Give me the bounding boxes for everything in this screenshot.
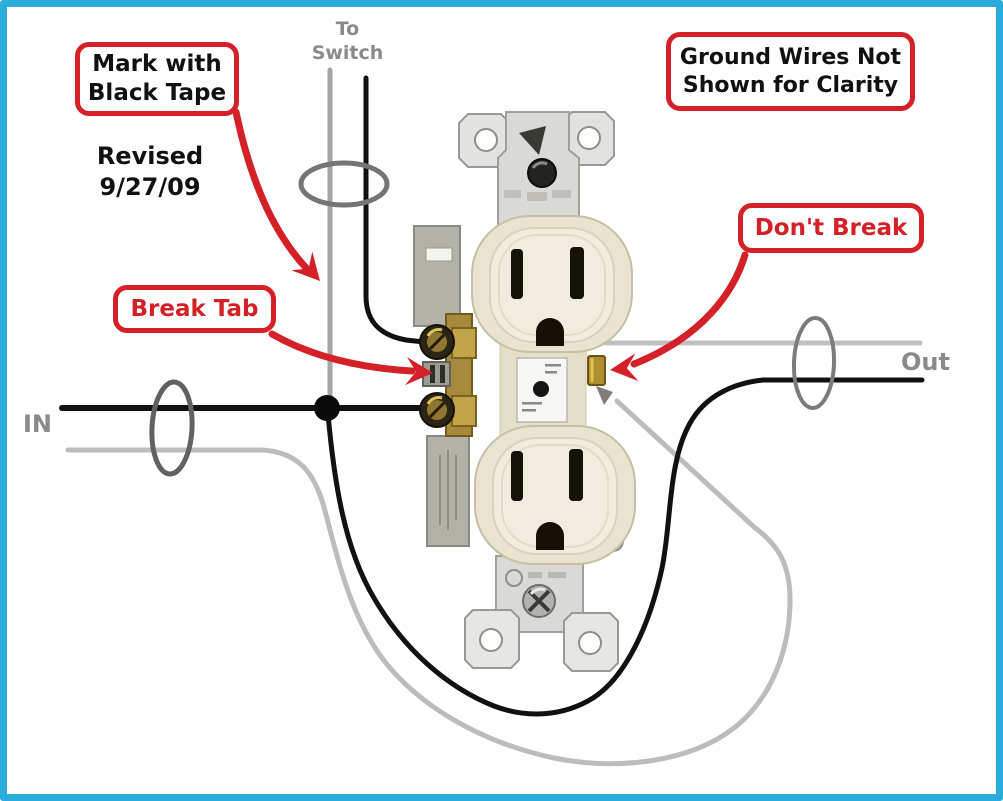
brass-nut-upper: [451, 327, 477, 359]
mounting-strap-top: [458, 111, 615, 231]
break-tab-slot: [440, 365, 445, 383]
callout-break-tab: Break Tab: [113, 285, 276, 333]
ground-screw-glint: [531, 161, 548, 169]
callout-mark-tape: Mark with Black Tape: [75, 42, 239, 116]
lower-outlet-face: [474, 425, 636, 565]
strap-ear-left-hole: [474, 128, 498, 152]
switched-hot-wire: [363, 75, 436, 346]
sticker-dot: [533, 381, 549, 397]
mounting-strap-bottom: [464, 555, 619, 672]
yoke-stamp-lines: [439, 450, 457, 530]
callout-ground-wires: Ground Wires Not Shown for Clarity: [666, 32, 915, 111]
revised-line2: 9/27/09: [99, 173, 201, 202]
red-arrows: [232, 108, 749, 386]
hot-slot-lower: [569, 449, 583, 501]
yoke-notch: [425, 247, 453, 262]
junction-dot: [314, 395, 340, 421]
arrow-mark-tape: [232, 108, 320, 281]
brass-nut-lower: [451, 395, 477, 427]
callout-dont-break-label: Don't Break: [754, 214, 908, 241]
strap-ear-bottom-right-hole: [578, 631, 602, 655]
neutral-slot-upper: [511, 249, 523, 299]
stamp-circle-mark: [505, 569, 523, 587]
arrow-dont-break: [610, 251, 749, 382]
callout-mark-tape-line1: Mark with: [92, 51, 222, 78]
neutral-slot-lower: [511, 451, 523, 501]
ground-hole-lower: [536, 522, 564, 550]
terminal-shadow-right: [596, 386, 613, 405]
receptacle: [413, 111, 636, 672]
revised-line1: Revised: [96, 142, 204, 170]
to-switch-line1: To: [335, 18, 360, 40]
mounting-screw-glint: [529, 587, 546, 596]
stamp-mark: [548, 572, 566, 578]
upper-outlet-face: [471, 215, 633, 353]
strap-ear-bottom-left-hole: [479, 628, 503, 652]
wires: [59, 67, 925, 767]
callout-break-tab-label: Break Tab: [130, 295, 259, 322]
hot-wire-out-loop: [325, 377, 925, 717]
out-label: Out: [901, 348, 950, 376]
hot-slot-upper: [570, 247, 584, 299]
callout-mark-tape-line2: Black Tape: [87, 80, 227, 106]
to-switch-line2: Switch: [311, 41, 384, 64]
strap-ear-right-hole: [577, 126, 601, 150]
neutral-wire-in-loop: [65, 398, 793, 767]
cable-marker-switch: [298, 160, 390, 208]
arrow-break-tab: [268, 330, 433, 386]
strap-stamp-marks: [504, 190, 571, 201]
stamp-mark: [528, 572, 542, 578]
left-terminal-assembly: [413, 225, 477, 547]
revised-date-label: Revised 9/27/09: [80, 141, 220, 203]
callout-dont-break: Don't Break: [738, 203, 924, 253]
yoke-block-upper-left: [413, 225, 461, 327]
cable-marker-in: [149, 379, 195, 477]
brass-terminal-screw-upper: [419, 324, 455, 360]
ground-hole-upper: [536, 318, 564, 346]
break-tab-slot: [430, 365, 435, 383]
in-label: IN: [23, 410, 53, 438]
cable-markers: [149, 160, 837, 477]
brass-terminal-screw-lower: [419, 392, 455, 428]
to-switch-label: To Switch: [300, 18, 395, 66]
rating-sticker: [516, 357, 568, 423]
callout-ground-line2: Shown for Clarity: [682, 72, 899, 98]
cable-marker-out: [791, 316, 837, 410]
callout-ground-line1: Ground Wires Not: [679, 45, 902, 71]
wire-hook-tab: [519, 126, 546, 155]
